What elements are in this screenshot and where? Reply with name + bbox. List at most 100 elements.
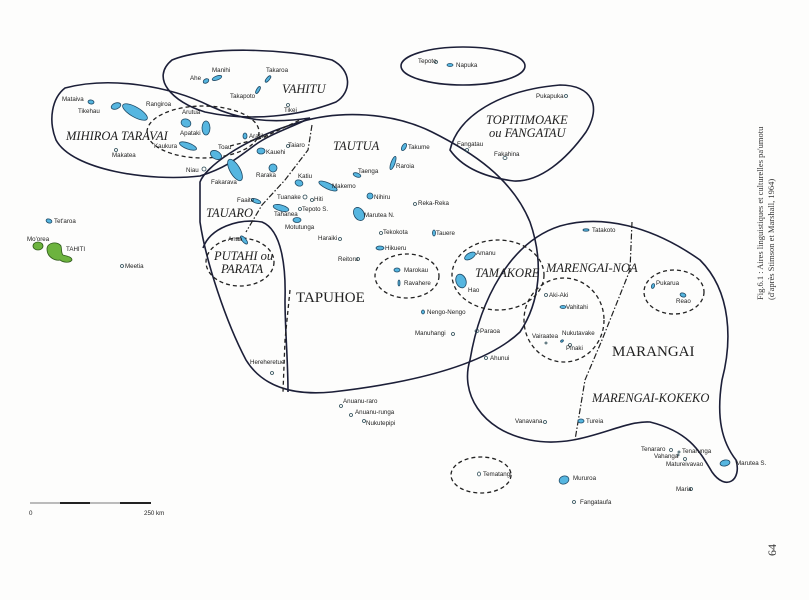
island-amanu: Amanu (464, 250, 496, 261)
island-tureia: Tureia (577, 418, 604, 425)
island-marker (202, 78, 210, 84)
island-marker (397, 279, 401, 287)
island-marker (474, 329, 480, 333)
boundary-arutua-group (146, 105, 260, 159)
island-label: TAHITI (66, 246, 85, 253)
island-marker (484, 356, 488, 360)
scale-start-label: 0 (29, 510, 33, 517)
boundaries (51, 46, 739, 494)
island-kaukura: Kaukura (154, 141, 197, 151)
scale-bar: 0 250 km (29, 502, 164, 517)
island-marker (353, 207, 365, 221)
island-ahunui: Ahunui (484, 355, 509, 362)
island-marokau: Marokau (393, 267, 429, 274)
island-takaroa: Takaroa (264, 67, 289, 83)
island-label: Tikei (284, 107, 297, 114)
island-label: Kauehi (266, 149, 285, 156)
island-label: Tureia (586, 418, 604, 425)
island-marker (201, 166, 207, 172)
island-apataki: Apataki (180, 120, 211, 137)
island-marker (400, 142, 408, 152)
island-hao: Hao (455, 273, 480, 294)
island-label: Nihiru (374, 194, 391, 201)
island-tikei: Tikei (284, 103, 297, 114)
island-marker (683, 457, 687, 461)
region-labels: VAHITU MIHIROA TARAVAI TAUTUA TOPITIMOAK… (65, 82, 709, 405)
island-marker (210, 150, 222, 160)
island-marker (264, 75, 272, 83)
island-label: Vahanga (654, 453, 679, 460)
region-parata: PARATA (220, 262, 263, 276)
island-tenarunga: Tenarunga (677, 448, 712, 455)
island-label: Makatea (112, 152, 136, 159)
island-marker (389, 155, 397, 171)
island-nukutepipi: Nukutepipi (362, 419, 395, 427)
island-label: Tet'aroa (54, 218, 76, 225)
island-label: Pinaki (566, 345, 583, 352)
region-marengai-kokeko: MARENGAI-KOKEKO (591, 391, 709, 405)
island-label: Kaukura (154, 143, 178, 150)
island-aratika: Aratika (242, 132, 269, 140)
island-label: Marutea N. (364, 212, 395, 219)
island-label: Manihi (212, 67, 230, 74)
island-label: Mo'orea (27, 236, 50, 243)
island-marker (227, 158, 243, 182)
island-label: Katiu (298, 173, 313, 180)
island-marker (286, 144, 290, 148)
island-mo-orea: Mo'orea (27, 236, 50, 251)
island-tepoto: Tepoto (418, 58, 438, 65)
island-tauere: Tauere (432, 229, 455, 237)
island-label: Haraiki (318, 235, 337, 242)
island-label: Nukutepipi (366, 420, 395, 427)
island-marker (558, 475, 570, 485)
island-motutunga: Motutunga (285, 217, 315, 231)
boundary-marengai-divide (574, 221, 633, 441)
island-label: Vairaatea (532, 333, 559, 340)
island-marker (120, 264, 124, 268)
region-vahitu: VAHITU (282, 82, 326, 96)
island-marker (211, 75, 223, 81)
island-marutea-s: Marutea S. (719, 459, 767, 467)
island-label: Marokau (404, 267, 429, 274)
island-pinaki: Pinaki (566, 343, 583, 352)
island-fakahina: Fakahina (494, 151, 520, 160)
island-vahitahi: Vahitahi (559, 304, 588, 311)
region-marengai-noa: MARENGAI-NOA (545, 261, 638, 275)
island-marker (477, 471, 481, 477)
island-marker (256, 147, 266, 155)
island-marker (465, 148, 469, 152)
island-paraoa: Paraoa (474, 328, 501, 335)
island-label: Tikehau (78, 108, 100, 115)
island-marker (240, 235, 248, 245)
island-maria: Maria (676, 486, 693, 493)
boundary-tamakore (451, 239, 545, 311)
island-label: Nengo-Nengo (427, 309, 466, 316)
region-tautua: TAUTUA (333, 139, 380, 153)
island-pukapuka: Pukapuka (536, 93, 568, 100)
boundary-pukarua-reao (643, 269, 705, 315)
island-marker (338, 237, 342, 241)
island-vairaatea: Vairaatea (532, 333, 559, 345)
boundary-vahitu (162, 49, 349, 118)
island-marker (375, 245, 385, 251)
island-meetia: Meetia (120, 263, 144, 270)
island-label: Maria (676, 486, 692, 493)
island-tikehau: Tikehau (78, 102, 122, 115)
island-makemo: Makemo (318, 180, 356, 192)
figure-caption: Fig.6.1 : Aires linguistiques et culture… (755, 126, 776, 300)
region-fangatau: ou FANGATAU (489, 126, 566, 140)
region-tamakore: TAMAKORE (475, 266, 540, 280)
island-label: Hiti (314, 196, 323, 203)
island-fangataufa: Fangataufa (572, 499, 612, 506)
boundary-tauaro-tautua (245, 124, 313, 233)
island-marker (544, 341, 548, 345)
island-marker (114, 148, 118, 152)
boundary-mihiroa-taravai (51, 82, 311, 179)
island-niau: Niau (186, 166, 207, 174)
island-marker (310, 198, 314, 202)
island-label: Rangiroa (146, 101, 172, 108)
island-marker (393, 267, 401, 273)
island-label: Pukapuka (536, 93, 564, 100)
island-label: Reao (676, 298, 691, 305)
